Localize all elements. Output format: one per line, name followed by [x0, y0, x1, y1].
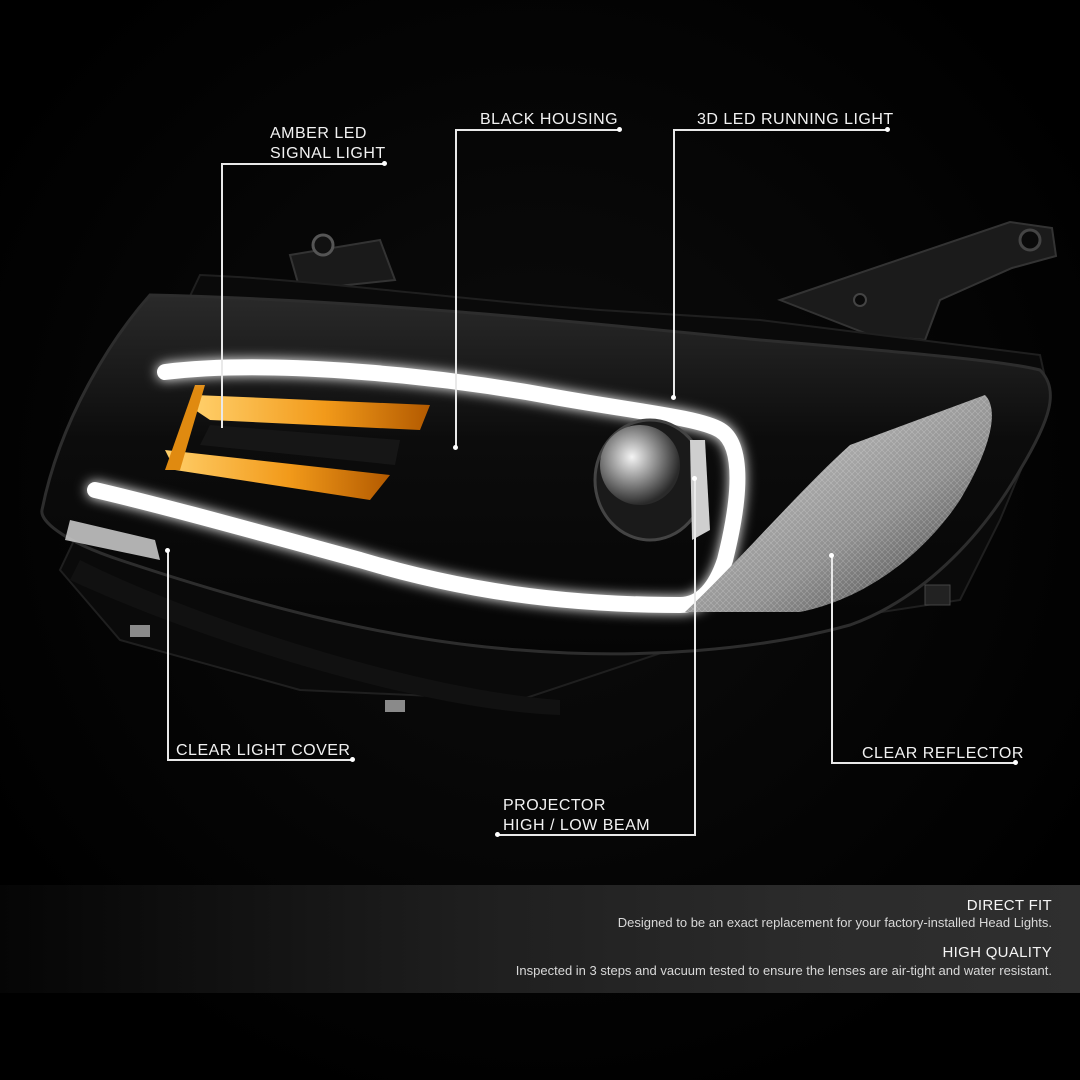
feature-title-high-quality: HIGH QUALITY: [942, 944, 1052, 961]
amber-led-signal: [165, 385, 430, 500]
callout-amber-led: AMBER LED SIGNAL LIGHT: [270, 124, 386, 164]
callout-clear-reflector: CLEAR REFLECTOR: [862, 745, 1024, 762]
callout-clear-light-cover: CLEAR LIGHT COVER: [176, 742, 351, 759]
feature-desc-high-quality: Inspected in 3 steps and vacuum tested t…: [515, 963, 1052, 978]
feature-desc-direct-fit: Designed to be an exact replacement for …: [617, 915, 1052, 930]
feature-title-direct-fit: DIRECT FIT: [966, 897, 1052, 914]
callout-projector: PROJECTOR HIGH / LOW BEAM: [503, 796, 650, 836]
callout-projector-line1: PROJECTOR: [503, 797, 606, 814]
callout-projector-line2: HIGH / LOW BEAM: [503, 817, 651, 834]
callout-running-light: 3D LED RUNNING LIGHT: [697, 111, 894, 128]
callout-amber-led-line1: AMBER LED: [270, 125, 367, 142]
callout-amber-led-line2: SIGNAL LIGHT: [270, 145, 386, 162]
feature-info-band: DIRECT FIT Designed to be an exact repla…: [0, 885, 1080, 993]
led-running-light: [87, 359, 746, 614]
callout-black-housing: BLACK HOUSING: [480, 111, 619, 128]
clear-corner-cover: [65, 520, 160, 560]
